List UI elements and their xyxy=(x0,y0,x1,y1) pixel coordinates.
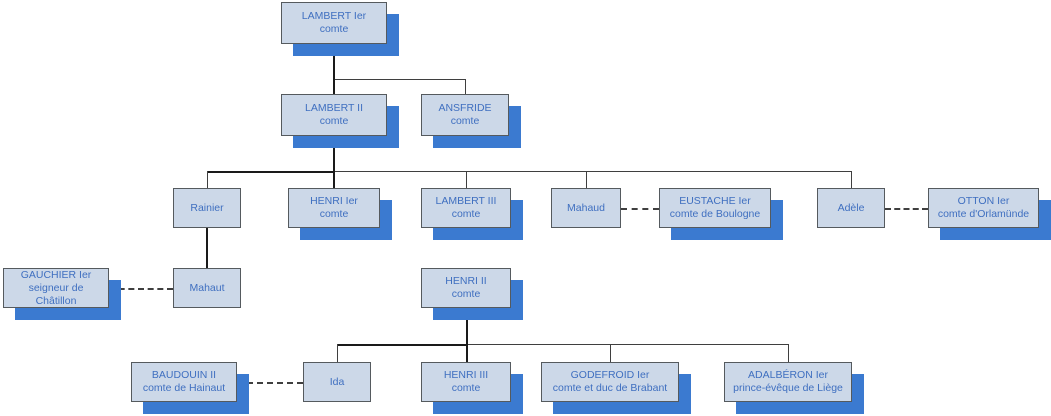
node-label-line1: OTTON Ier xyxy=(957,195,1010,207)
connector-lambert1-to-lambert2 xyxy=(333,79,335,94)
connector-to-henri3 xyxy=(466,344,468,362)
connector-to-lambert3 xyxy=(466,171,467,188)
node-mahaud[interactable]: Mahaud xyxy=(551,188,621,228)
marriage-link-mahaud-eustache xyxy=(621,208,659,210)
node-henri2[interactable]: HENRI II comte xyxy=(421,268,511,308)
connector-rainier-to-mahaut xyxy=(206,228,208,268)
node-label-line2: comte xyxy=(319,23,349,35)
connector-to-mahaud xyxy=(586,171,587,188)
node-label-line1: Mahaut xyxy=(189,281,225,294)
connector-lambert2-bus-right xyxy=(335,171,852,172)
node-label-line1: Mahaud xyxy=(567,201,605,214)
node-label-line1: ADALBÉRON Ier xyxy=(748,369,828,381)
node-label-line1: EUSTACHE Ier xyxy=(679,195,751,207)
node-otton1[interactable]: OTTON Ier comte d'Orlamünde xyxy=(928,188,1039,228)
node-label-line1: BAUDOUIN II xyxy=(151,369,217,381)
connector-lambert1-stem xyxy=(333,44,335,79)
node-label-line1: HENRI II xyxy=(445,275,487,287)
connector-lambert1-to-ansfride xyxy=(465,79,466,94)
node-label-line2: comte xyxy=(319,208,349,220)
marriage-link-baudouin-ida xyxy=(237,382,303,384)
connector-to-godefroid1 xyxy=(610,344,611,362)
connector-henri2-stem xyxy=(466,308,468,344)
connector-to-ida xyxy=(337,344,338,362)
node-label-line2: comte de Boulogne xyxy=(669,208,761,220)
connector-to-henri1 xyxy=(333,171,335,188)
node-label-line1: LAMBERT II xyxy=(305,102,363,114)
node-adele[interactable]: Adèle xyxy=(817,188,885,228)
node-label-line1: Rainier xyxy=(190,201,224,214)
connector-henri2-bus-left xyxy=(337,344,468,346)
connector-lambert2-bus-left xyxy=(207,171,335,173)
node-henri3[interactable]: HENRI III comte xyxy=(421,362,511,402)
connector-lambert1-bus xyxy=(334,79,466,80)
node-eustache1[interactable]: EUSTACHE Ier comte de Boulogne xyxy=(659,188,771,228)
node-henri1[interactable]: HENRI Ier comte xyxy=(288,188,380,228)
node-label-line1: Adèle xyxy=(837,201,865,214)
node-label-line2: comte xyxy=(451,288,481,300)
connector-to-rainier xyxy=(207,171,208,188)
node-label-line1: HENRI III xyxy=(443,369,489,381)
node-label-line2: comte xyxy=(450,115,480,127)
node-ansfride[interactable]: ANSFRIDE comte xyxy=(421,94,509,136)
connector-to-adalberon1 xyxy=(788,344,789,362)
node-label-line2: comte et duc de Brabant xyxy=(552,382,668,394)
node-lambert2[interactable]: LAMBERT II comte xyxy=(281,94,387,136)
node-label-line1: LAMBERT Ier xyxy=(301,10,367,22)
node-label-line1: GODEFROID Ier xyxy=(570,369,650,381)
node-rainier[interactable]: Rainier xyxy=(173,188,241,228)
node-label-line2: comte xyxy=(451,382,481,394)
marriage-link-gauchier-mahaut xyxy=(109,288,173,290)
node-label-line2: comte xyxy=(451,208,481,220)
node-gauchier1[interactable]: GAUCHIER Ier seigneur de Châtillon xyxy=(3,268,109,308)
node-label-line1: Ida xyxy=(329,375,345,388)
node-lambert3[interactable]: LAMBERT III comte xyxy=(421,188,511,228)
connector-henri2-bus-right xyxy=(468,344,789,345)
node-lambert1[interactable]: LAMBERT Ier comte xyxy=(281,2,387,44)
node-mahaut[interactable]: Mahaut xyxy=(173,268,241,308)
connector-to-adele xyxy=(851,171,852,188)
node-baudouin2[interactable]: BAUDOUIN II comte de Hainaut xyxy=(131,362,237,402)
node-label-line2: seigneur de Châtillon xyxy=(28,281,84,307)
node-label-line2: comte xyxy=(319,115,349,127)
marriage-link-adele-otton xyxy=(885,208,928,210)
node-label-line1: ANSFRIDE xyxy=(438,102,492,114)
node-godefroid1[interactable]: GODEFROID Ier comte et duc de Brabant xyxy=(541,362,679,402)
node-label-line1: LAMBERT III xyxy=(435,195,497,207)
node-label-line2: comte de Hainaut xyxy=(142,382,226,394)
node-adalberon1[interactable]: ADALBÉRON Ier prince-évêque de Liège xyxy=(724,362,852,402)
connector-lambert2-stem xyxy=(333,136,335,171)
node-ida[interactable]: Ida xyxy=(303,362,371,402)
node-label-line2: prince-évêque de Liège xyxy=(733,382,843,394)
node-label-line1: HENRI Ier xyxy=(310,195,358,207)
node-label-line1: GAUCHIER Ier xyxy=(20,268,92,281)
node-label-line2: comte d'Orlamünde xyxy=(937,208,1030,220)
